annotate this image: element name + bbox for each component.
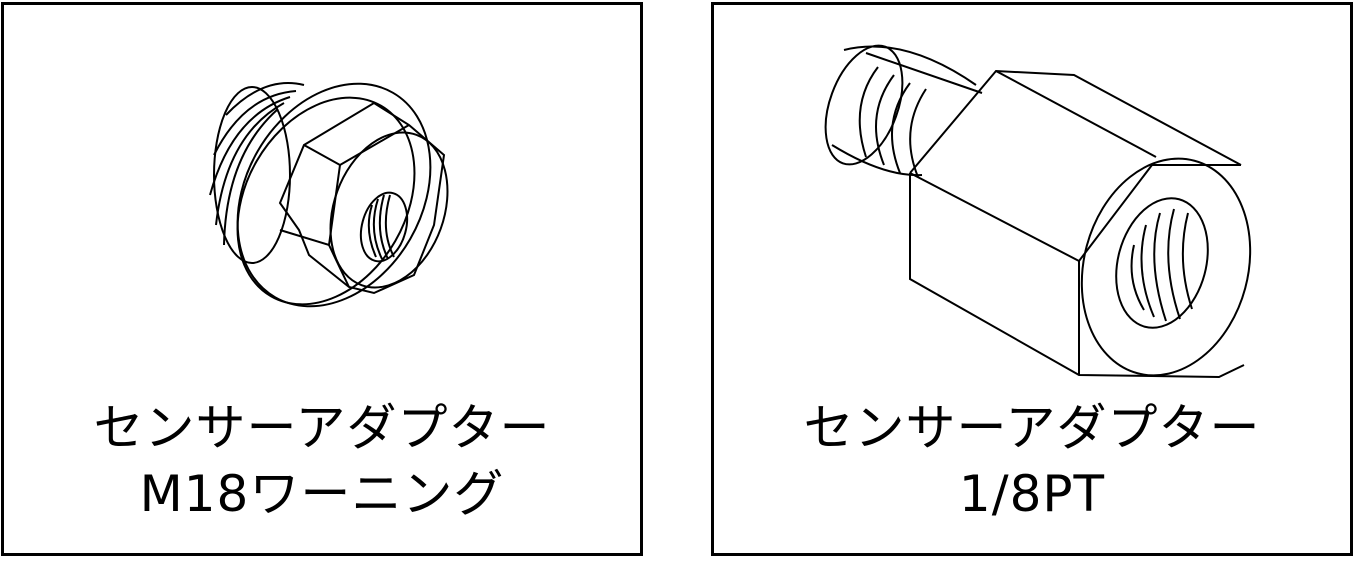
product-label: センサーアダプター 1/8PT xyxy=(714,395,1350,527)
hex-extension-adapter-icon xyxy=(824,44,1252,379)
part-name: センサーアダプター xyxy=(803,399,1261,457)
part-spec: 1/8PT xyxy=(958,465,1106,523)
product-card-1-8pt: センサーアダプター 1/8PT xyxy=(711,2,1353,556)
product-label: センサーアダプター M18ワーニング xyxy=(4,395,640,527)
part-name: センサーアダプター xyxy=(93,399,551,457)
product-card-m18-warning: センサーアダプター M18ワーニング xyxy=(1,2,643,556)
part-spec: M18ワーニング xyxy=(139,465,505,523)
hex-plug-adapter-icon xyxy=(209,82,449,308)
